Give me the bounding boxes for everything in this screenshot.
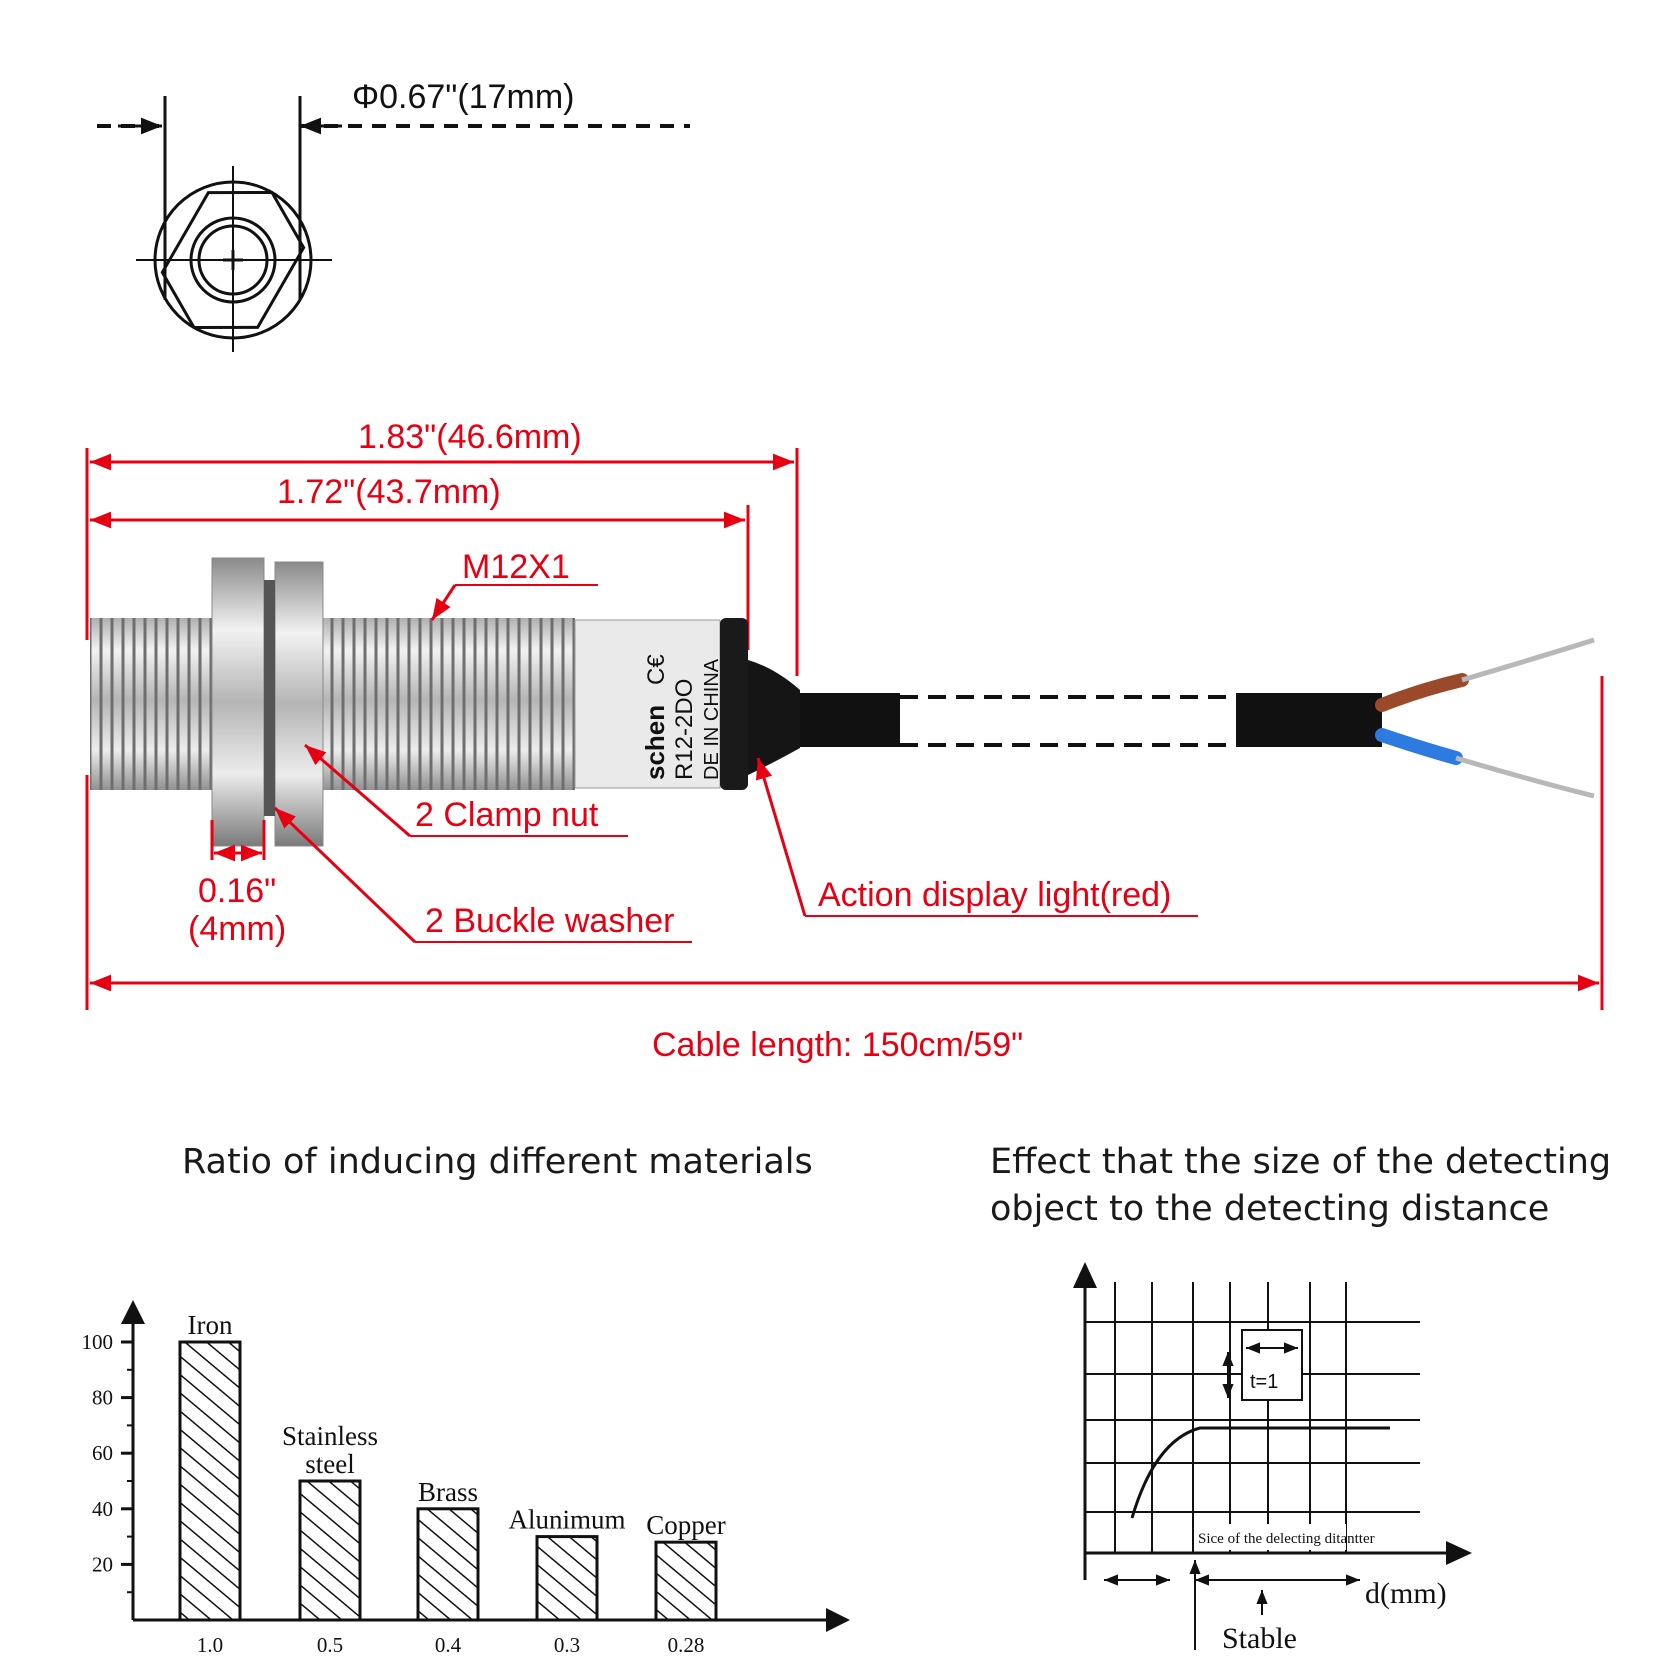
sensor-print: schen R12-2DO DE IN CHINA C€ xyxy=(640,654,723,780)
y-tick-label: 100 xyxy=(82,1330,114,1354)
clamp-nut-1 xyxy=(211,557,265,847)
clamp-nut-2 xyxy=(274,561,324,847)
top-view: Φ0.67"(17mm) xyxy=(97,78,690,352)
cable-start xyxy=(800,693,900,747)
washer-width-in: 0.16" xyxy=(198,872,276,910)
materials-chart: Ratio of inducing different materials 20… xyxy=(82,1142,850,1657)
t-box-label: t=1 xyxy=(1250,1371,1278,1393)
buckle-washer xyxy=(264,580,275,816)
blue-wire-strands xyxy=(1455,755,1595,799)
diameter-label: Φ0.67"(17mm) xyxy=(352,78,574,116)
x-tick-label: 0.5 xyxy=(317,1633,343,1657)
distance-y-axis-arrow xyxy=(1073,1262,1097,1288)
cable-length-label: Cable length: 150cm/59" xyxy=(652,1026,1023,1064)
led-cap xyxy=(720,618,748,790)
x-tick-label: 0.4 xyxy=(435,1633,462,1657)
bar-label: Stainless xyxy=(282,1421,378,1451)
thread-label: M12X1 xyxy=(462,548,570,586)
y-tick-label: 40 xyxy=(92,1497,113,1521)
y-tick-label: 20 xyxy=(92,1552,113,1576)
distance-grid xyxy=(1085,1282,1420,1553)
distance-title-line-1: Effect that the size of the detecting xyxy=(990,1142,1611,1182)
t-box xyxy=(1241,1329,1303,1401)
curve-label: Sice of the delecting ditantter xyxy=(1198,1531,1375,1547)
light-label: Action display light(red) xyxy=(818,876,1171,914)
bar-label: steel xyxy=(305,1449,354,1479)
sensor-brand: schen xyxy=(640,705,670,780)
buckle-washer-label: 2 Buckle washer xyxy=(425,902,674,940)
dimension-lines: 1.83"(46.6mm) 1.72"(43.7mm) Cable length… xyxy=(85,418,1604,1064)
bar-label: Copper xyxy=(646,1510,725,1540)
brown-wire xyxy=(1375,673,1469,712)
y-axis-arrow xyxy=(121,1300,145,1324)
brown-wire-strands xyxy=(1461,637,1595,683)
callouts: M12X1 2 Clamp nut 2 Buckle washer 0.16" … xyxy=(188,548,1198,948)
distance-curve xyxy=(1130,1426,1390,1519)
threaded-barrel xyxy=(90,618,575,790)
bar-copper xyxy=(654,1540,718,1622)
sensor-illustration: schen R12-2DO DE IN CHINA C€ xyxy=(90,557,1595,847)
x-tick-label: 1.0 xyxy=(197,1633,223,1657)
sensor-origin: DE IN CHINA xyxy=(701,658,723,780)
ce-mark: C€ xyxy=(643,654,670,685)
bar-brass xyxy=(416,1507,480,1622)
distance-x-axis-arrow xyxy=(1446,1541,1472,1565)
bar-label: Iron xyxy=(188,1310,233,1340)
x-axis-arrow xyxy=(826,1608,850,1632)
bar-stainless-steel xyxy=(298,1479,362,1622)
blue-wire xyxy=(1375,728,1463,765)
washer-width-mm: (4mm) xyxy=(188,910,286,948)
total-length-label: 1.83"(46.6mm) xyxy=(358,418,582,456)
label-sleeve xyxy=(574,619,721,789)
distance-chart: Effect that the size of the detecting ob… xyxy=(990,1142,1611,1655)
x-tick-label: 0.28 xyxy=(668,1633,705,1657)
x-tick-label: 0.3 xyxy=(554,1633,580,1657)
distance-title-line-2: object to the detecting distance xyxy=(990,1189,1549,1229)
bar-alunimum xyxy=(535,1535,599,1622)
y-tick-label: 80 xyxy=(92,1386,113,1410)
bar-label: Brass xyxy=(418,1477,478,1507)
cable-end xyxy=(1236,693,1382,747)
bar-label: Alunimum xyxy=(508,1505,625,1535)
sensor-model: R12-2DO xyxy=(671,679,698,780)
materials-chart-title: Ratio of inducing different materials xyxy=(182,1142,813,1182)
cable-strain-relief xyxy=(748,660,800,775)
clamp-nut-label: 2 Clamp nut xyxy=(415,796,599,834)
body-length-label: 1.72"(43.7mm) xyxy=(277,473,501,511)
stable-label: Stable xyxy=(1222,1622,1297,1655)
bar-iron xyxy=(178,1340,242,1622)
x-axis-label: d(mm) xyxy=(1365,1577,1447,1610)
y-tick-label: 60 xyxy=(92,1441,113,1465)
